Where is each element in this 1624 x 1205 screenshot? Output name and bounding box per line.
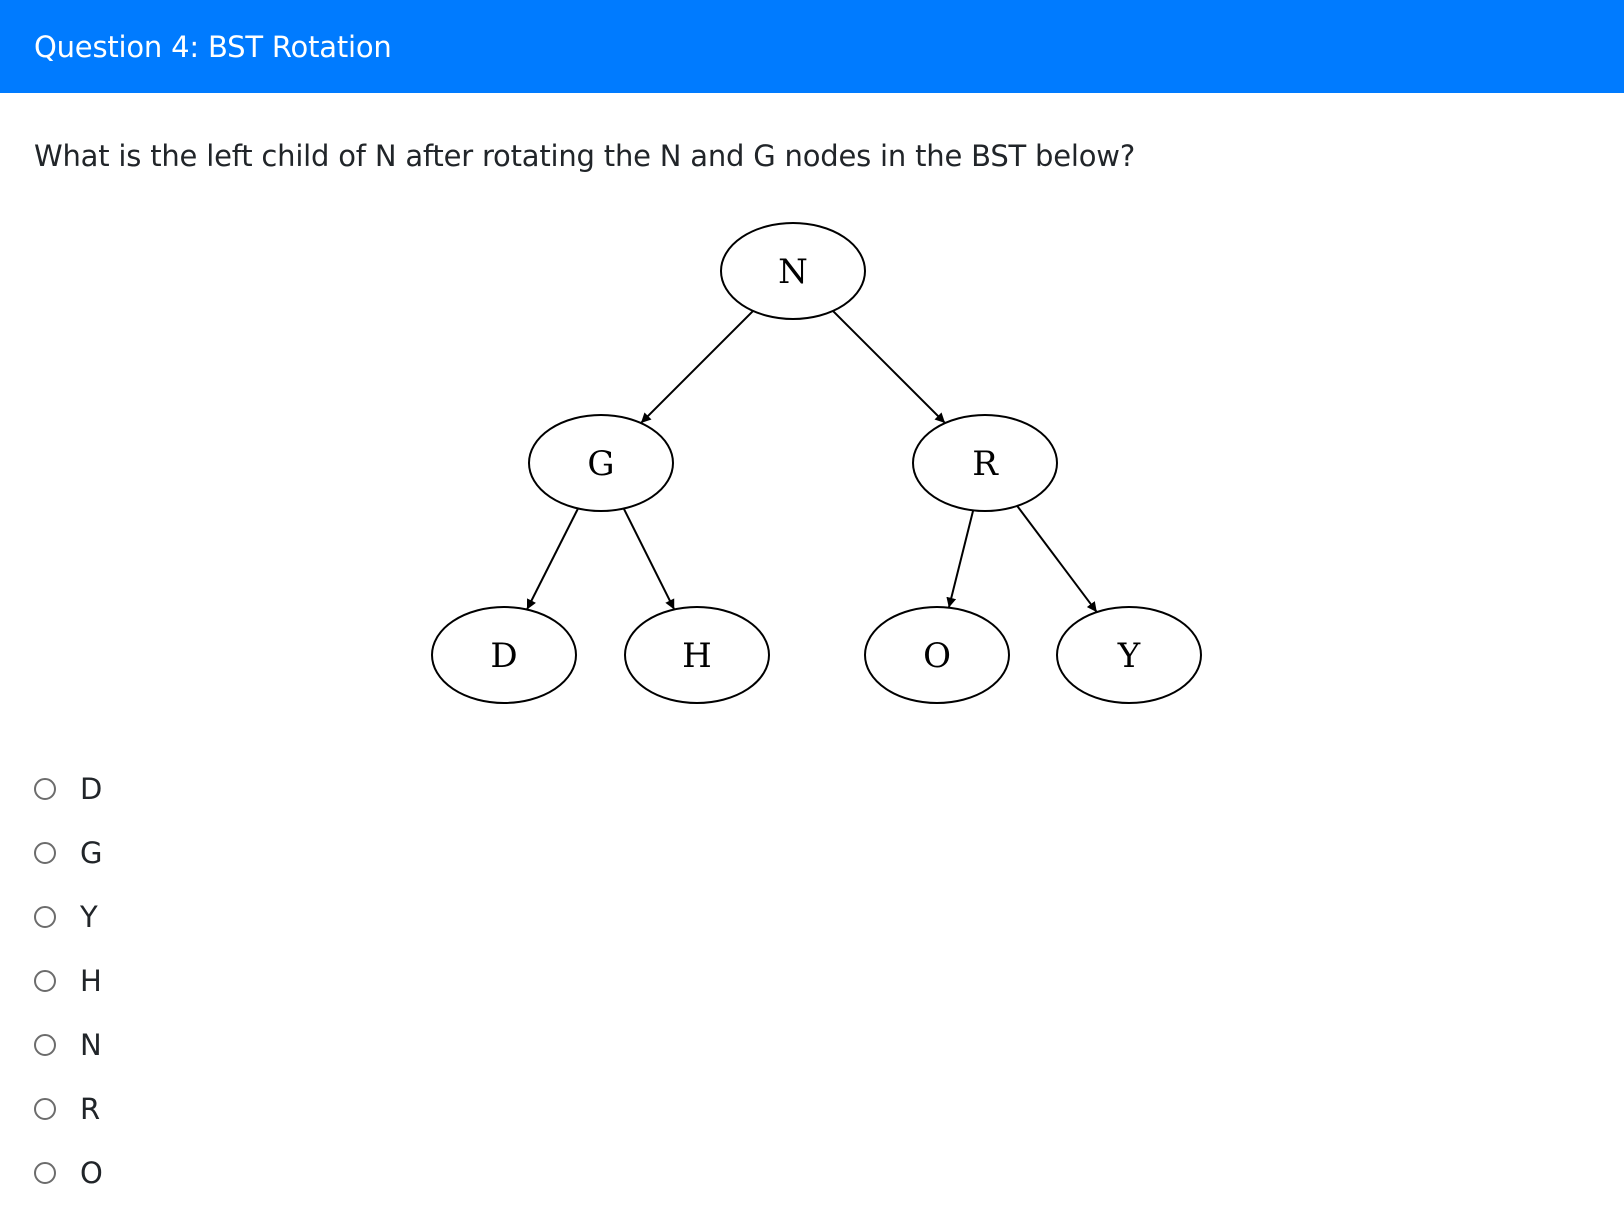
tree-node-H: H	[624, 606, 770, 704]
answer-option-r[interactable]: R	[34, 1077, 103, 1141]
tree-node-G: G	[528, 414, 674, 512]
answer-option-y[interactable]: Y	[34, 885, 103, 949]
tree-node-O: O	[864, 606, 1010, 704]
radio-button[interactable]	[34, 970, 56, 992]
edge-N-G	[640, 310, 754, 424]
tree-node-ellipse	[624, 606, 770, 704]
question-title: Question 4: BST Rotation	[34, 29, 392, 64]
answer-option-o[interactable]: O	[34, 1141, 103, 1205]
tree-node-label: O	[923, 636, 951, 676]
tree-node-R: R	[912, 414, 1058, 512]
answer-option-h[interactable]: H	[34, 949, 103, 1013]
edge-N-R	[832, 310, 946, 424]
option-label: O	[80, 1155, 103, 1190]
bst-diagram: N G R D H O Y	[431, 222, 1202, 704]
edge-G-H	[622, 508, 676, 610]
tree-node-ellipse	[528, 414, 674, 512]
edge-R-O	[946, 510, 975, 608]
tree-node-label: G	[587, 444, 614, 484]
tree-node-label: Y	[1117, 636, 1141, 676]
radio-button[interactable]	[34, 842, 56, 864]
tree-node-ellipse	[912, 414, 1058, 512]
radio-button[interactable]	[34, 906, 56, 928]
tree-node-label: D	[490, 636, 517, 676]
option-label: R	[80, 1091, 101, 1126]
edge-G-D	[526, 508, 579, 610]
option-label: D	[80, 771, 103, 806]
tree-node-Y: Y	[1056, 606, 1202, 704]
question-text: What is the left child of N after rotati…	[34, 139, 1136, 173]
tree-node-ellipse	[864, 606, 1010, 704]
radio-button[interactable]	[34, 1162, 56, 1184]
tree-node-N: N	[720, 222, 866, 320]
question-header: Question 4: BST Rotation	[0, 0, 1624, 93]
option-label: H	[80, 963, 102, 998]
answer-option-n[interactable]: N	[34, 1013, 103, 1077]
radio-button[interactable]	[34, 1034, 56, 1056]
answer-option-d[interactable]: D	[34, 757, 103, 821]
edge-R-Y	[1016, 505, 1098, 613]
radio-button[interactable]	[34, 1098, 56, 1120]
tree-node-ellipse	[1056, 606, 1202, 704]
tree-node-ellipse	[431, 606, 577, 704]
tree-node-label: N	[778, 252, 808, 292]
tree-node-ellipse	[720, 222, 866, 320]
tree-node-label: R	[972, 444, 999, 484]
tree-node-label: H	[682, 636, 712, 676]
tree-node-D: D	[431, 606, 577, 704]
option-label: Y	[80, 899, 98, 934]
option-label: G	[80, 835, 103, 870]
answer-option-g[interactable]: G	[34, 821, 103, 885]
radio-button[interactable]	[34, 778, 56, 800]
option-label: N	[80, 1027, 102, 1062]
